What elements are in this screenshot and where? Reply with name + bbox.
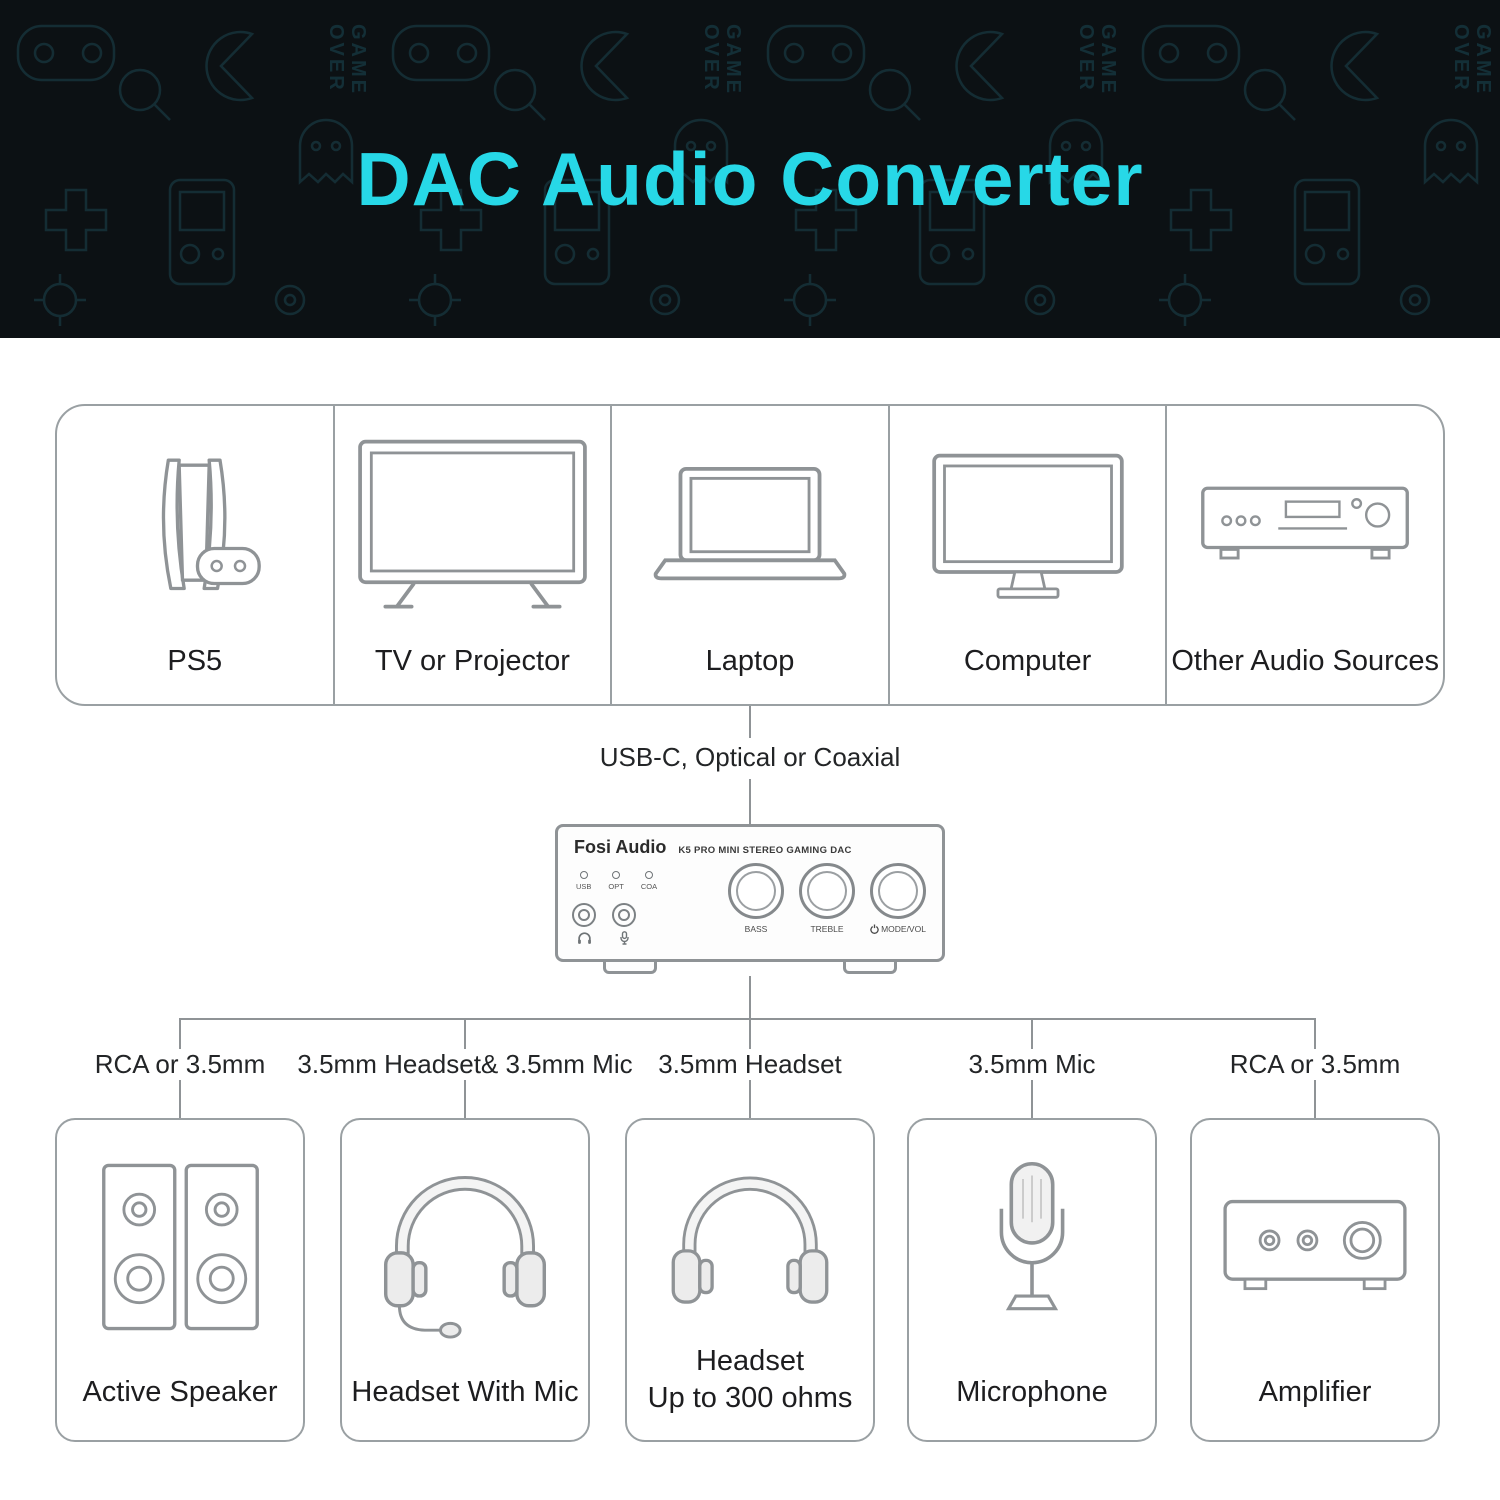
led-label: USB — [576, 882, 592, 891]
input-connection-label: USB-C, Optical or Coaxial — [599, 742, 901, 772]
output-label: Headset Up to 300 ohms — [648, 1343, 853, 1418]
output-label-line1: Headset — [695, 1344, 804, 1377]
source-item-other-audio: Other Audio Sources — [1165, 406, 1443, 704]
dac-jack-row — [572, 903, 636, 945]
dac-model: K5 PRO MINI STEREO GAMING DAC — [678, 845, 852, 856]
led-dot — [579, 871, 588, 879]
power-icon — [870, 924, 879, 934]
dac-foot — [843, 959, 897, 974]
knob-label: BASS — [744, 924, 768, 934]
headphone-icon — [577, 932, 591, 944]
microphone-icon — [978, 1120, 1086, 1374]
headset-with-mic-icon — [372, 1120, 558, 1374]
knob — [870, 863, 926, 919]
source-label: Other Audio Sources — [1171, 645, 1439, 677]
source-item-computer: Computer — [887, 406, 1166, 704]
computer-monitor-icon — [890, 406, 1166, 645]
source-item-ps5: PS5 — [57, 406, 333, 704]
treble-knob: TREBLE — [799, 863, 855, 934]
output-label: Amplifier — [1258, 1376, 1372, 1409]
output-label: Microphone — [956, 1376, 1108, 1409]
ps5-icon — [57, 406, 333, 645]
knob-ring — [736, 871, 776, 911]
page-title: DAC Audio Converter — [356, 137, 1144, 221]
output-connection-label: 3.5mm Headset — [648, 1049, 852, 1080]
amplifier-icon — [1220, 1120, 1410, 1374]
tv-icon — [335, 406, 611, 645]
knob — [728, 863, 784, 919]
led-dot — [612, 871, 621, 879]
knob-ring — [807, 871, 847, 911]
dac-brand: Fosi Audio — [574, 837, 667, 857]
source-item-laptop: Laptop — [610, 406, 888, 704]
audio-receiver-icon — [1167, 406, 1443, 645]
knob — [799, 863, 855, 919]
mic-jack — [612, 903, 636, 945]
source-label: Laptop — [705, 645, 795, 677]
dac-title-row: Fosi Audio K5 PRO MINI STEREO GAMING DAC — [574, 837, 852, 858]
led-label: OPT — [608, 882, 624, 891]
output-connection-label: 3.5mm Headset& 3.5mm Mic — [287, 1049, 643, 1080]
source-label: PS5 — [167, 645, 223, 677]
sources-panel: PS5 TV or Projector — [55, 404, 1445, 706]
speakers-icon — [98, 1120, 263, 1374]
connector-line — [749, 779, 751, 824]
output-label: Headset With Mic — [351, 1376, 579, 1409]
headset-icon — [660, 1120, 840, 1343]
dac-led-row: USB OPT COA — [576, 871, 657, 891]
source-item-tv: TV or Projector — [332, 406, 611, 704]
output-item-amplifier: Amplifier — [1190, 1118, 1440, 1442]
source-label: Computer — [963, 645, 1092, 677]
output-item-microphone: Microphone — [907, 1118, 1157, 1442]
led-opt: OPT — [608, 871, 624, 891]
output-label: Active Speaker — [82, 1376, 278, 1409]
led-usb: USB — [576, 871, 591, 891]
dac-device: Fosi Audio K5 PRO MINI STEREO GAMING DAC… — [555, 824, 945, 976]
jack-hole — [612, 903, 636, 927]
output-connection-label: RCA or 3.5mm — [1219, 1049, 1411, 1080]
hero-banner: GAME OVER DAC Audio Converter — [0, 0, 1500, 338]
mode-vol-knob: MODE/VOL — [870, 863, 926, 934]
mic-icon — [619, 931, 629, 945]
output-item-headset-with-mic: Headset With Mic — [340, 1118, 590, 1442]
dac-knob-row: BASS TREBLE MODE/VOL — [728, 863, 926, 934]
output-label-line2: Up to 300 ohms — [647, 1382, 853, 1415]
laptop-icon — [612, 406, 888, 645]
headphone-jack — [572, 903, 596, 945]
led-label: COA — [640, 882, 658, 891]
gaming-pattern-background: GAME OVER — [0, 0, 1500, 338]
dac-front-panel: Fosi Audio K5 PRO MINI STEREO GAMING DAC… — [555, 824, 945, 962]
dac-foot — [603, 959, 657, 974]
source-label: TV or Projector — [374, 645, 570, 677]
knob-label: MODE/VOL — [870, 924, 926, 934]
knob-label-text: MODE/VOL — [881, 924, 926, 934]
led-dot — [644, 871, 653, 879]
knob-label: TREBLE — [810, 924, 844, 934]
led-coa: COA — [641, 871, 657, 891]
bass-knob: BASS — [728, 863, 784, 934]
jack-hole — [572, 903, 596, 927]
output-connection-label: 3.5mm Mic — [958, 1049, 1106, 1080]
output-item-active-speaker: Active Speaker — [55, 1118, 305, 1442]
output-connection-label: RCA or 3.5mm — [84, 1049, 276, 1080]
connector-line — [749, 976, 751, 1018]
connector-line — [749, 706, 751, 738]
output-item-headset: Headset Up to 300 ohms — [625, 1118, 875, 1442]
branch-horizontal-line — [179, 1018, 1316, 1020]
knob-ring — [878, 871, 918, 911]
